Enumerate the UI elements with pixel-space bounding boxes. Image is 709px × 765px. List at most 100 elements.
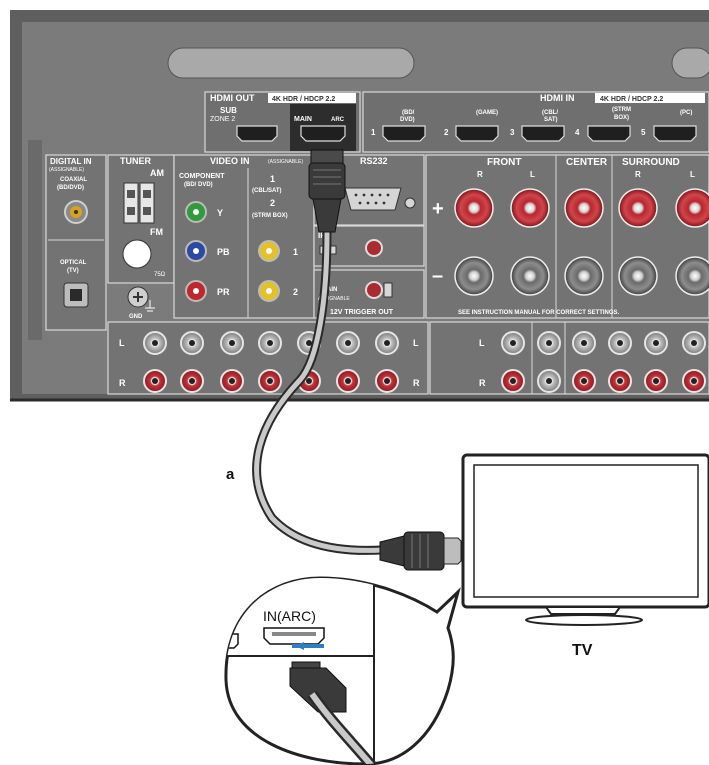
hdmi-out-main-port[interactable] (300, 125, 346, 142)
svg-text:1: 1 (293, 247, 298, 257)
svg-text:GND: GND (129, 314, 143, 320)
hdmi-in-title: HDMI IN (540, 93, 575, 103)
fm-jack[interactable] (122, 239, 152, 269)
cable-label: a (226, 466, 235, 483)
audio-jack-center (152, 378, 158, 384)
surround-l-minus-terminal[interactable] (675, 256, 709, 296)
svg-text:R: R (413, 378, 420, 388)
rs232-port[interactable] (344, 187, 402, 211)
svg-text:R: R (477, 170, 483, 179)
svg-text:R: R (635, 170, 641, 179)
surround-r-minus-terminal[interactable] (618, 256, 658, 296)
am-terminal[interactable] (123, 182, 139, 224)
digital-in-section: DIGITAL IN (ASSIGNABLE) COAXIAL (BD/DVD)… (45, 154, 107, 331)
svg-text:1: 1 (270, 174, 275, 184)
minus-sign: – (432, 265, 443, 287)
audio-jack-center (653, 378, 659, 384)
svg-text:PB: PB (217, 247, 230, 257)
hdmi-in-3-port[interactable] (521, 125, 565, 142)
svg-text:L: L (690, 170, 695, 179)
hdmi-in-5-label: (PC) (680, 110, 692, 116)
svg-text:(ASSIGNABLE): (ASSIGNABLE) (268, 159, 303, 165)
hdmi-out-spec: 4K HDR / HDCP 2.2 (272, 96, 335, 103)
center-minus-terminal[interactable] (564, 256, 604, 296)
audio-jack-center (229, 378, 235, 384)
ir-in-jack[interactable] (365, 239, 383, 257)
svg-text:(BD/ DVD): (BD/ DVD) (184, 182, 213, 188)
tv-stand (525, 614, 643, 626)
center-label: CENTER (566, 157, 608, 168)
hdmi-in-4-port[interactable] (587, 125, 631, 142)
coaxial-label: COAXIAL (60, 177, 87, 183)
audio-jack-center (189, 378, 195, 384)
audio-jack-center (691, 378, 697, 384)
trigger-out-jack[interactable] (365, 281, 383, 299)
svg-text:(ASSIGNABLE): (ASSIGNABLE) (49, 167, 84, 173)
svg-text:L: L (119, 338, 125, 348)
audio-jack-center (229, 340, 235, 346)
hdmi-in-5-port[interactable] (653, 125, 697, 142)
hdmi-in-2-port[interactable] (455, 125, 499, 142)
hdmi-in-1-label: (BD/ (402, 110, 415, 116)
svg-text:IR: IR (318, 231, 326, 240)
hdmi-out-zone-label: ZONE 2 (210, 116, 235, 123)
svg-text:2: 2 (270, 198, 275, 208)
surround-r-plus-terminal[interactable] (618, 188, 658, 228)
front-l-minus-terminal[interactable] (510, 256, 550, 296)
svg-text:Y: Y (217, 208, 223, 218)
audio-jack-center (152, 340, 158, 346)
hdmi-out-arc-label: ARC (331, 117, 345, 123)
gnd-section: GND (127, 286, 155, 320)
speaker-note: SEE INSTRUCTION MANUAL FOR CORRECT SETTI… (458, 310, 620, 316)
hdmi-out-main-label: MAIN (294, 116, 312, 123)
speaker-section: FRONT CENTER SURROUND R L R L + – SEE IN… (425, 154, 709, 319)
am-label: AM (150, 168, 164, 178)
trigger-label: 12V TRIGGER OUT (330, 309, 394, 316)
svg-text:PR: PR (217, 287, 230, 297)
hdmi-out-sub-port[interactable] (236, 125, 278, 142)
front-l-plus-terminal[interactable] (510, 188, 550, 228)
zoom-callout: IN(ARC) (224, 576, 461, 765)
digital-in-title: DIGITAL IN (50, 157, 92, 166)
trigger-section: MAIN ASSIGNABLE 12V TRIGGER OUT (313, 269, 425, 319)
audio-jack-center (617, 340, 623, 346)
audio-jack-center (306, 378, 312, 384)
tv-screen (473, 464, 699, 598)
svg-text:L: L (530, 170, 535, 179)
hdmi-in-2-num: 2 (444, 128, 449, 137)
svg-text:(CBL/SAT): (CBL/SAT) (252, 188, 282, 194)
svg-text:(STRM BOX): (STRM BOX) (252, 213, 288, 219)
center-plus-terminal[interactable] (564, 188, 604, 228)
hdmi-in-section: HDMI IN 4K HDR / HDCP 2.2 1 (BD/ DVD) 2 … (362, 91, 709, 153)
front-r-minus-terminal[interactable] (454, 256, 494, 296)
audio-jack-center (510, 340, 516, 346)
svg-text:ASSIGNABLE: ASSIGNABLE (318, 296, 350, 302)
tuner-title: TUNER (120, 156, 151, 166)
hdmi-out-sub-label: SUB (220, 106, 237, 115)
svg-text:L: L (479, 338, 485, 348)
hdmi-in-3-label: (CBL/ (542, 110, 558, 116)
tv-label: TV (572, 642, 593, 659)
hdmi-connector-receiver-end (308, 149, 346, 233)
audio-jack-center (267, 340, 273, 346)
optical-label: OPTICAL (60, 260, 87, 266)
audio-in-section: L R L R L R (107, 321, 709, 395)
plus-sign: + (432, 198, 444, 220)
receiver-back-panel: HDMI OUT 4K HDR / HDCP 2.2 SUB ZONE 2 MA… (10, 10, 709, 402)
surround-l-plus-terminal[interactable] (675, 188, 709, 228)
hdmi-out-title: HDMI OUT (210, 93, 255, 103)
svg-text:DVD): DVD) (400, 117, 415, 123)
audio-jack-center (546, 340, 552, 346)
audio-jack-center (691, 340, 697, 346)
front-label: FRONT (487, 157, 521, 168)
audio-jack-center (267, 378, 273, 384)
tv-port-label: IN(ARC) (263, 608, 316, 624)
audio-jack-center (306, 340, 312, 346)
svg-text:BOX): BOX) (614, 115, 629, 121)
front-r-plus-terminal[interactable] (454, 188, 494, 228)
hdmi-in-spec: 4K HDR / HDCP 2.2 (600, 96, 663, 103)
audio-jack-center (345, 340, 351, 346)
svg-text:75Ω: 75Ω (154, 272, 166, 278)
hdmi-in-1-port[interactable] (382, 125, 426, 142)
audio-jack-center (546, 378, 552, 384)
